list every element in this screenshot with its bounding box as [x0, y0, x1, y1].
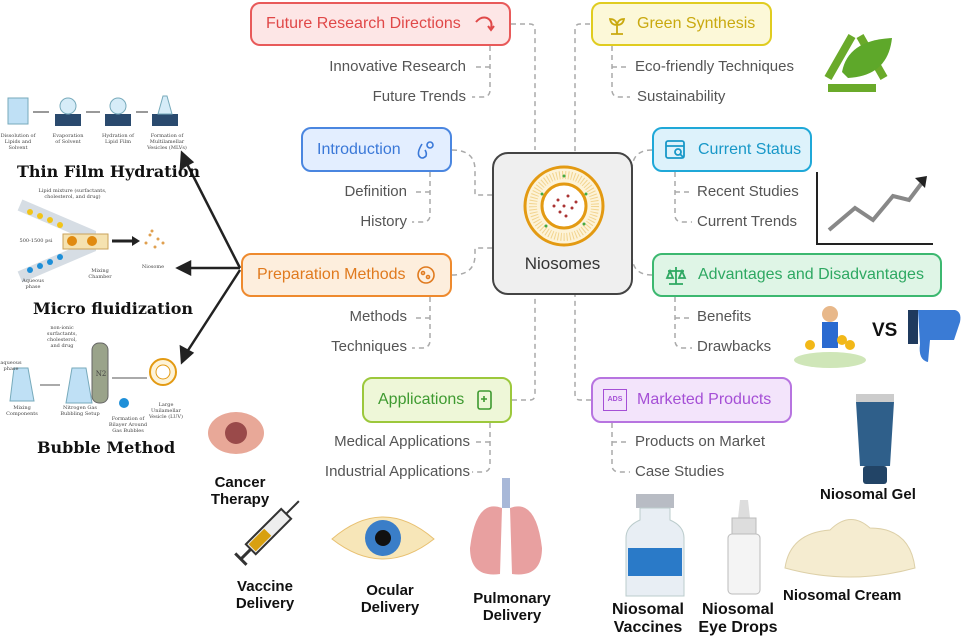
node-introduction-title: Introduction — [317, 140, 401, 158]
micro-fluidization-title: Micro fluidization — [33, 299, 194, 318]
item-current-trends: Current Trends — [697, 213, 798, 230]
node-future-title: Future Research Directions — [266, 15, 461, 32]
cancer-therapy-label: Cancer Therapy — [210, 474, 270, 509]
note-mixing-chamber: Mixing Chamber — [88, 268, 112, 280]
niosomal-eye-drops-label: Niosomal Eye Drops — [698, 601, 778, 637]
note-nitrogen-setup: Nitrogen Gas Bubbling Setup — [60, 405, 100, 417]
syringe-illustration — [234, 500, 300, 566]
rising-trend-chart-icon — [816, 172, 933, 245]
tablet-medical-icon — [477, 390, 492, 410]
node-marketed-products[interactable]: ADS Marketed Products — [591, 377, 792, 423]
lungs-illustration — [470, 478, 542, 575]
pros-vs-cons-illustration — [794, 306, 961, 368]
item-definition: Definition — [344, 183, 407, 200]
item-history: History — [360, 213, 407, 230]
node-future-research[interactable]: Future Research Directions — [250, 2, 511, 46]
item-future-trends: Future Trends — [372, 88, 466, 105]
step-hydration: Hydration of Lipid Film — [101, 133, 135, 145]
item-industrial-applications: Industrial Applications — [324, 463, 470, 480]
niosomal-gel-tube — [856, 394, 894, 484]
cancer-cell-illustration — [208, 412, 264, 454]
niosomal-gel-label: Niosomal Gel — [820, 486, 916, 503]
niosomal-cream-illustration — [784, 519, 916, 578]
step-evaporation: Evaporation of Solvent — [52, 133, 84, 145]
bubble-method-illustration — [9, 342, 177, 408]
node-green-title: Green Synthesis — [637, 15, 756, 32]
item-eco-friendly: Eco-friendly Techniques — [635, 58, 794, 75]
balance-scale-icon — [665, 267, 687, 285]
eye-drop-bottle-illustration — [727, 500, 761, 595]
vaccine-delivery-label: Vaccine Delivery — [235, 578, 295, 613]
item-sustainability: Sustainability — [637, 88, 726, 105]
note-luv: Large Unilamellar Vesicle (LUV) — [149, 402, 183, 420]
note-n2: N2 — [95, 370, 107, 378]
ads-icon: ADS — [603, 389, 627, 411]
note-nonionic: non-ionic surfactants, cholesterol, and … — [46, 325, 78, 349]
item-methods: Methods — [349, 308, 407, 325]
node-status-title: Current Status — [698, 140, 802, 158]
center-niosomes-node[interactable]: Niosomes — [492, 152, 633, 295]
item-benefits: Benefits — [697, 308, 752, 325]
node-advantages-title: Advantages and Disadvantages — [698, 266, 924, 283]
note-aqueous-phase: Aqueous phase — [22, 278, 44, 290]
node-preparation-title: Preparation Methods — [257, 266, 406, 283]
niosomal-vaccines-label: Niosomal Vaccines — [611, 601, 684, 637]
node-advantages-disadvantages[interactable]: Advantages and Disadvantages — [652, 253, 942, 297]
item-case-studies: Case Studies — [635, 463, 725, 480]
node-introduction[interactable]: Introduction — [301, 127, 452, 172]
bubble-method-title: Bubble Method — [37, 438, 176, 457]
item-techniques: Techniques — [331, 338, 407, 355]
thin-film-hydration-illustration — [7, 95, 178, 126]
ocular-delivery-label: Ocular Delivery — [360, 582, 420, 617]
note-lipid-mixture: Lipid mixture (surfactants, cholesterol,… — [38, 188, 107, 200]
step-dissolution: Dissolution of Lipids and Solvent — [0, 133, 36, 151]
bacteria-icon — [417, 266, 435, 284]
recycle-leaf-icon — [824, 34, 892, 92]
browser-search-icon — [665, 140, 685, 159]
item-medical-applications: Medical Applications — [334, 433, 470, 450]
note-mixing-components: Mixing Components — [6, 405, 38, 417]
center-label: Niosomes — [524, 254, 601, 273]
item-products-on-market: Products on Market — [635, 433, 766, 450]
refresh-arrow-icon — [475, 16, 495, 32]
node-preparation-methods[interactable]: Preparation Methods — [241, 253, 452, 297]
node-green-synthesis[interactable]: Green Synthesis — [591, 2, 772, 46]
vaccine-vial-illustration — [625, 494, 685, 597]
item-drawbacks: Drawbacks — [697, 338, 772, 355]
thin-film-hydration-title: Thin Film Hydration — [17, 162, 201, 181]
note-pressure: 500-1500 psi — [19, 238, 53, 244]
item-recent-studies: Recent Studies — [697, 183, 799, 200]
note-bubble-aqueous: aqueous phase — [0, 360, 22, 372]
drop-gear-icon — [417, 140, 434, 159]
node-current-status[interactable]: Current Status — [652, 127, 812, 172]
note-bilayer-formation: Formation of Bilayer Around Gas Bubbles — [108, 416, 148, 434]
note-niosome: Niosome — [141, 264, 165, 270]
node-marketed-title: Marketed Products — [637, 391, 772, 408]
pulmonary-delivery-label: Pulmonary Delivery — [473, 590, 551, 625]
niosomal-cream-label: Niosomal Cream — [783, 587, 902, 604]
node-applications[interactable]: Applications — [362, 377, 512, 423]
sprout-icon — [608, 18, 626, 35]
node-applications-title: Applications — [378, 391, 465, 408]
vs-label: VS — [872, 320, 898, 341]
eye-illustration — [331, 516, 435, 560]
step-formation-mlvs: Formation of Multilamellar Vesicles (MLV… — [147, 133, 187, 151]
item-innovative-research: Innovative Research — [329, 58, 466, 75]
microfluidization-illustration — [17, 199, 165, 283]
niosome-vesicle-icon — [523, 165, 605, 247]
